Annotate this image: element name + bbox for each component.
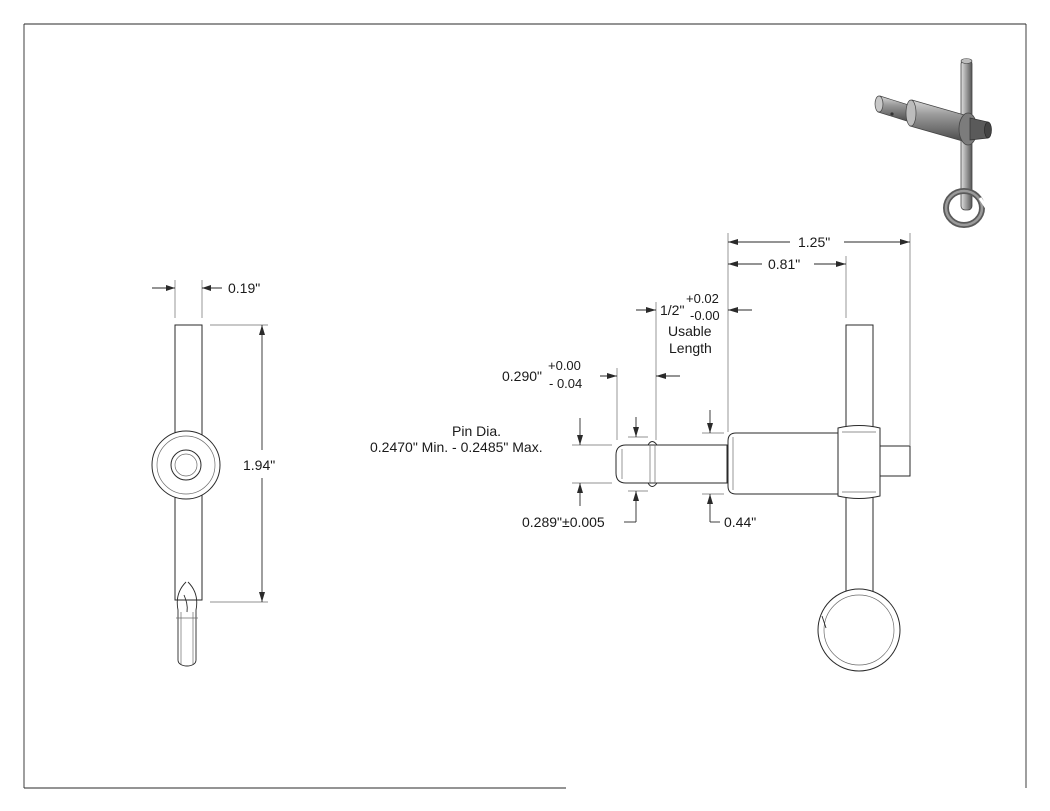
- collar: [837, 425, 881, 499]
- dim-usable-length-tol-minus: -0.00: [690, 308, 720, 323]
- ring-edge-view: [176, 581, 198, 667]
- isometric-render: [874, 58, 992, 228]
- ring: [817, 588, 901, 672]
- dim-usable-length-tol-plus: +0.02: [686, 291, 719, 306]
- dim-handle-length: 1.94": [243, 457, 275, 473]
- dim-groove-tol-minus: - 0.04: [549, 376, 582, 391]
- dim-groove-base: 0.290": [502, 368, 542, 384]
- side-view: 1.25" 0.81" 1/2" +0.02 -0.00 Usable Leng…: [370, 233, 911, 672]
- dim-groove-tol-plus: +0.00: [548, 358, 581, 373]
- drawing-border: [23, 23, 1027, 789]
- dim-pin-dia-label: Pin Dia.: [452, 423, 501, 439]
- dim-usable-length-label-2: Length: [669, 340, 712, 356]
- dim-handle-to-end: 0.81": [768, 256, 800, 272]
- body: [727, 432, 839, 495]
- dim-pin-dia-range: 0.2470" Min. - 0.2485" Max.: [370, 439, 543, 455]
- pin: [615, 444, 728, 484]
- plunger-circle: [170, 449, 202, 481]
- dim-overall-length: 1.25": [798, 234, 830, 250]
- dim-usable-length-base: 1/2": [660, 302, 684, 318]
- end-view: 0.19" 1.94": [151, 280, 275, 667]
- dim-handle-thickness: 0.19": [228, 280, 260, 296]
- dim-collar-dia: 0.44": [724, 514, 756, 530]
- dim-usable-length-label-1: Usable: [668, 323, 712, 339]
- dim-ball-dia: 0.289"±0.005: [522, 514, 605, 530]
